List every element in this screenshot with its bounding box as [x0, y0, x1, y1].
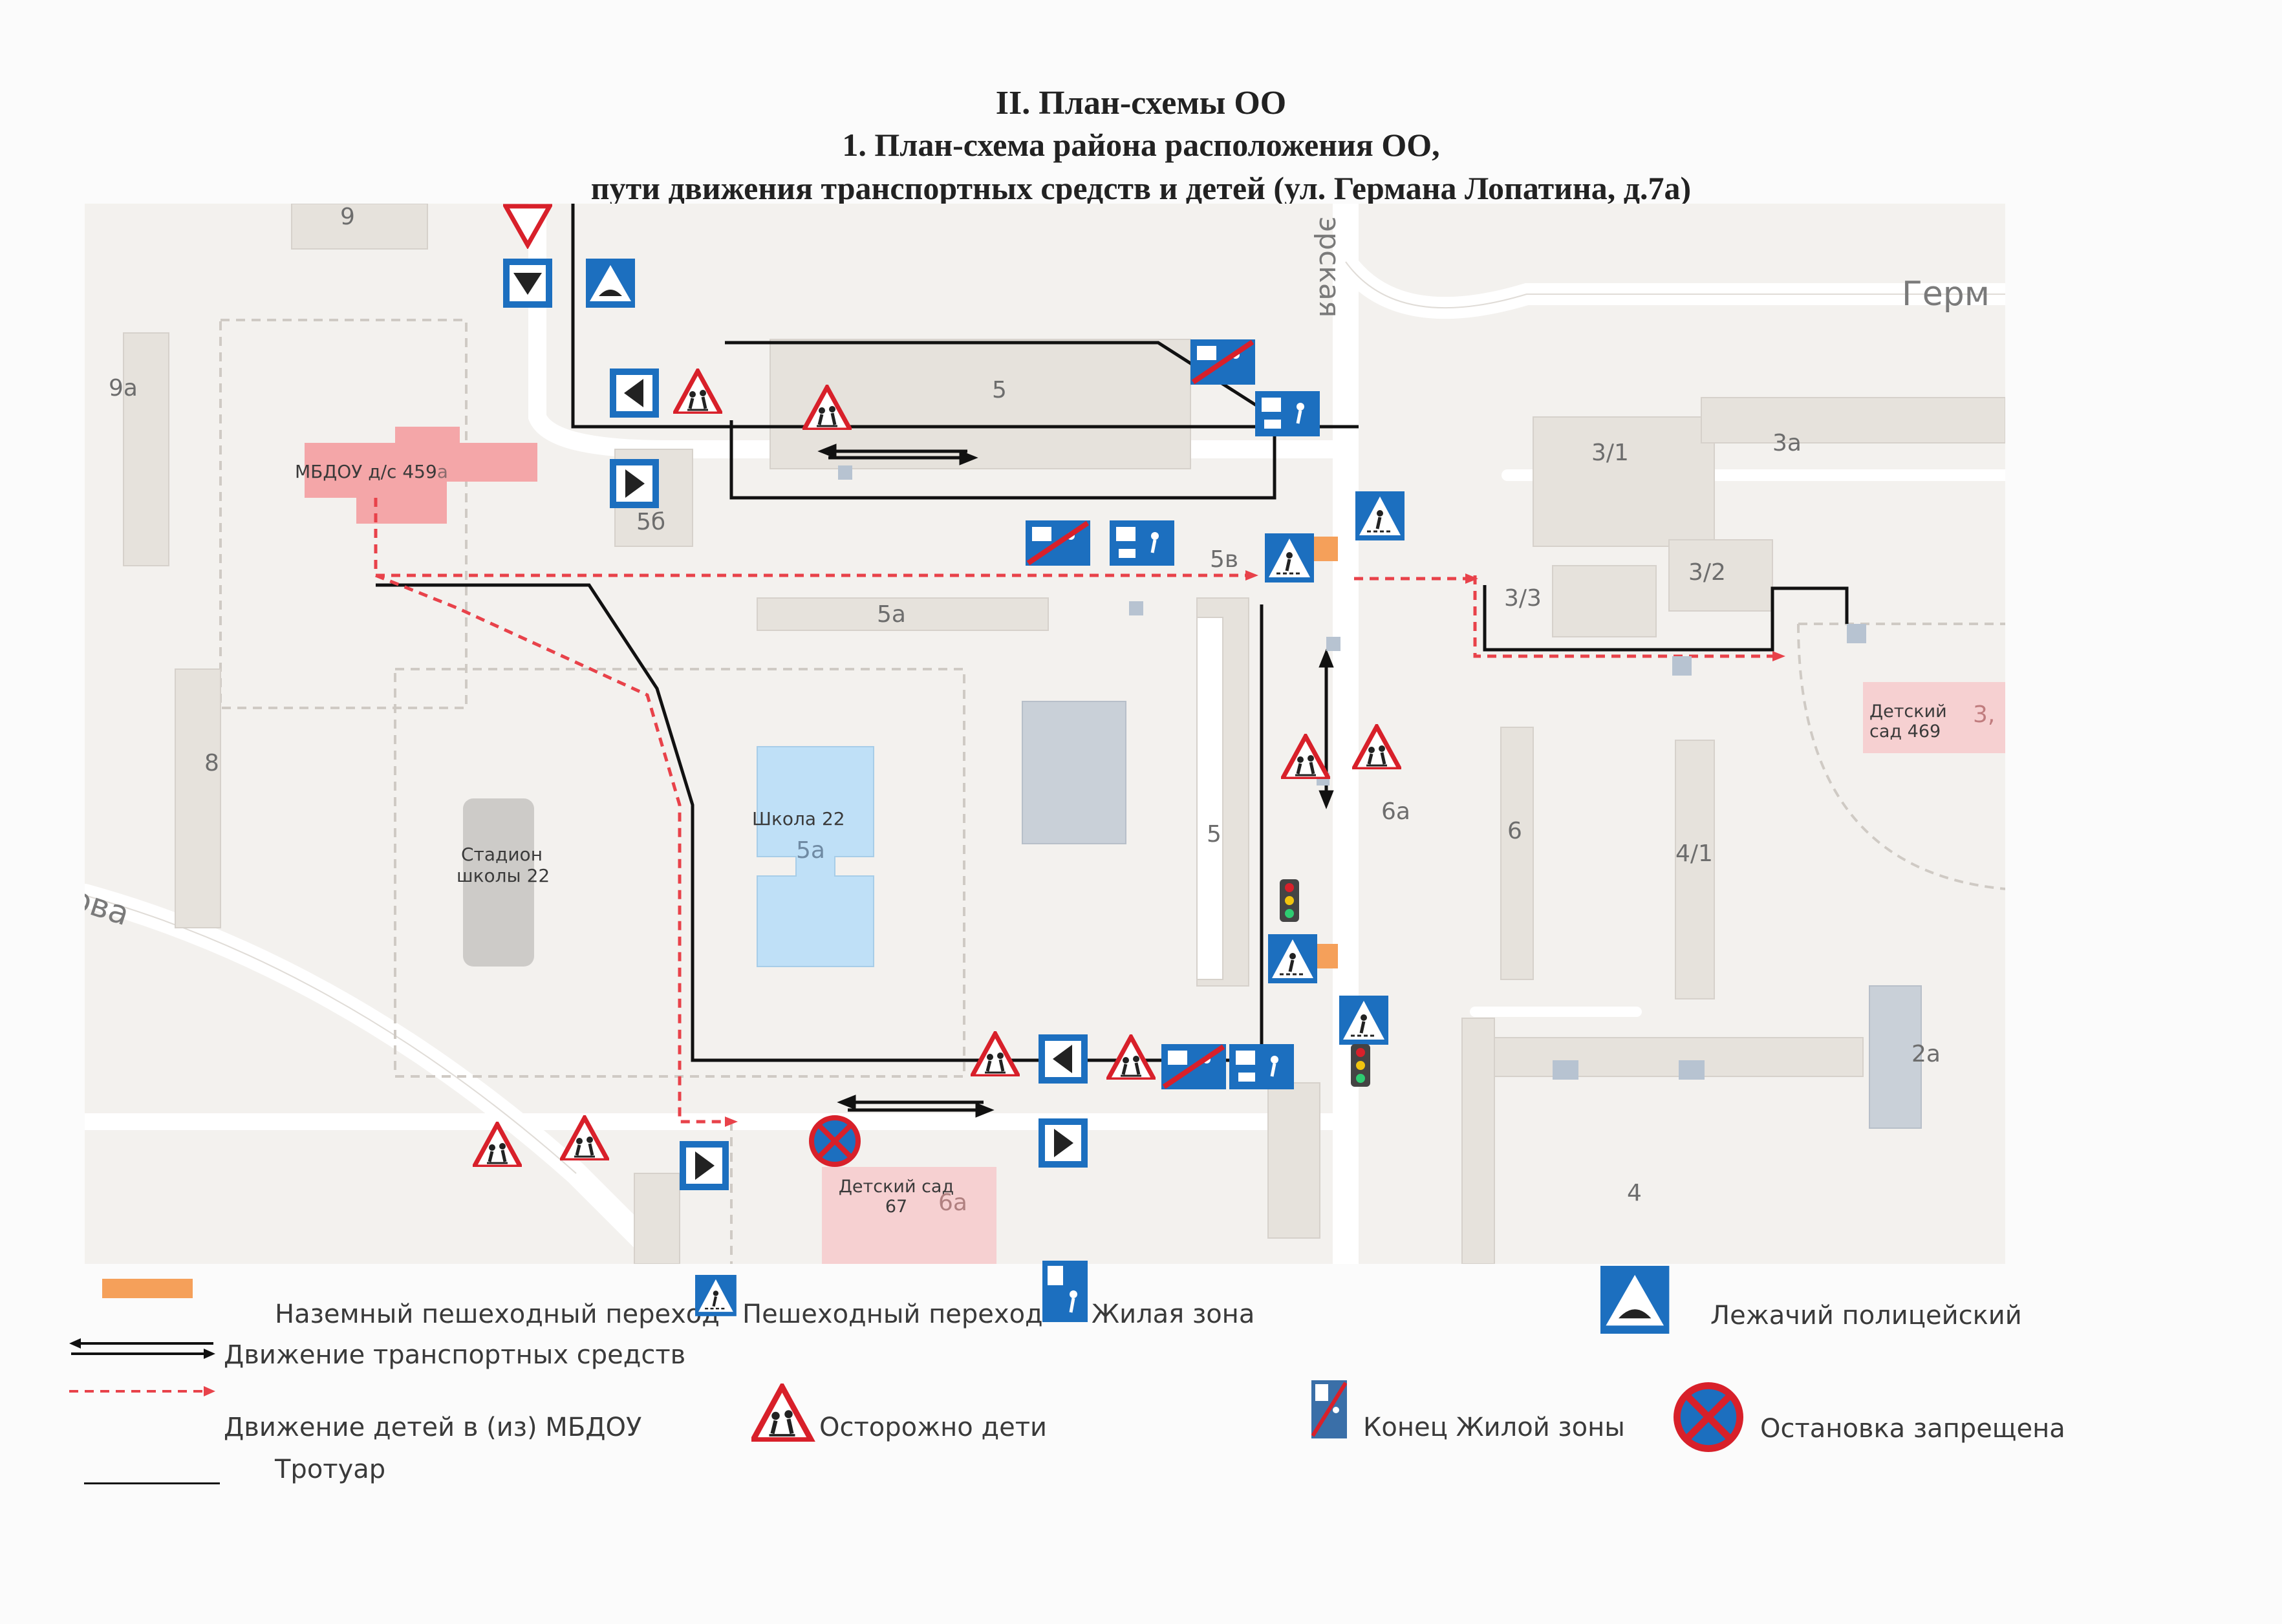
legend-no-stopping: Остановка запрещена: [1760, 1414, 2065, 1444]
building-6: 6: [1507, 818, 1522, 844]
legend-ground-crossing: Наземный пешеходный переход: [275, 1299, 720, 1329]
building-6a: 6а: [1381, 798, 1410, 825]
building-3-3: 3/3: [1504, 585, 1542, 612]
building-3a: 3а: [1772, 430, 1802, 456]
buildings: [123, 204, 2005, 1264]
living-zone-sign-2: [1110, 520, 1174, 566]
street-label-german: Герм: [1902, 275, 1990, 314]
living-zone-sign-1: [1255, 391, 1320, 436]
ground-crossing-2: [1313, 944, 1338, 968]
pedestrian-crossing-sign-4: [1339, 996, 1388, 1045]
building-5-right: 5: [1207, 821, 1222, 848]
end-living-zone-sign-2: [1026, 520, 1090, 566]
page-title: II. План-схемы ОО: [995, 85, 1287, 122]
building-5v: 5в: [1210, 546, 1239, 573]
map-canvas: [85, 204, 2005, 1264]
arrow-left-sign-1: [610, 369, 659, 418]
building-5-top: 5: [992, 377, 1007, 403]
end-living-zone-sign-1: [1190, 339, 1255, 385]
caution-children-sign-1: [673, 369, 722, 414]
building-4-1: 4/1: [1675, 840, 1713, 867]
legend-living-zone: Жилая зона: [1092, 1299, 1255, 1329]
yield-sign: [503, 204, 552, 249]
building-3-fragment: 3,: [1973, 701, 1996, 728]
building-4: 4: [1627, 1180, 1642, 1206]
legend-traffic-arrow: [69, 1338, 215, 1359]
caution-children-sign-5: [971, 1031, 1020, 1076]
page-subtitle: 1. План-схема района расположения ОО,: [842, 127, 1440, 163]
legend-sidewalk-line: [84, 1482, 220, 1484]
caution-children-sign-7: [473, 1122, 522, 1167]
caution-children-sign-6: [1106, 1034, 1156, 1080]
caution-children-sign-4: [1352, 724, 1401, 769]
caution-children-sign-2: [802, 385, 852, 430]
arrow-down-sign: [503, 259, 552, 308]
arrow-right-sign-1: [610, 459, 659, 508]
traffic-light-1: [1280, 879, 1299, 922]
building-5b: 5б: [636, 509, 666, 535]
legend-end-living-zone-icon: [1311, 1380, 1347, 1438]
legend-speed-bump-icon: [1600, 1266, 1670, 1334]
ground-crossing-1: [1313, 537, 1338, 561]
stadium: [463, 798, 534, 967]
traffic-light-2: [1351, 1044, 1370, 1087]
legend-caution-children: Осторожно дети: [819, 1413, 1048, 1442]
living-zone-sign-3: [1229, 1044, 1294, 1089]
legend-pedestrian-crossing-icon: [695, 1275, 737, 1316]
legend-ground-crossing-swatch: [102, 1279, 193, 1298]
road-southwest: [85, 884, 678, 1264]
building-9a: 9а: [109, 375, 138, 401]
legend-speed-bump: Лежачий полицейский: [1710, 1301, 2022, 1330]
pedestrian-crossing-sign-3: [1268, 934, 1317, 983]
pedestrian-crossing-sign-2: [1355, 491, 1405, 540]
kindergarten-67-building: [822, 1167, 996, 1264]
arrow-left-sign-2: [1039, 1034, 1088, 1084]
kindergarten-469-building: [1863, 682, 2005, 753]
arrow-right-sign-2: [1039, 1118, 1088, 1168]
school-name: Школа 22: [752, 808, 845, 829]
legend-no-stopping-icon: [1674, 1382, 1745, 1453]
mbdou-label: МБДОУ д/с 459а: [295, 461, 448, 482]
mbdou-building: [305, 427, 537, 524]
legend-traffic-movement: Движение транспортных средств: [224, 1340, 686, 1370]
street-label-vertical: эрская: [1313, 217, 1346, 318]
kindergarten-67-suffix: 6а: [938, 1190, 967, 1216]
legend-pedestrian-crossing: Пешеходный переход: [742, 1299, 1043, 1329]
arrow-right-sign-3: [680, 1141, 729, 1190]
pedestrian-crossing-sign-1: [1265, 533, 1314, 582]
caution-children-sign-3: [1281, 734, 1330, 779]
children-route: [374, 498, 1772, 1124]
area-map[interactable]: Герм эрская ова 9 9а 8 5 5б 5в 5а 5 6а 6…: [85, 204, 2005, 1264]
building-9: 9: [340, 204, 355, 230]
no-stopping-sign: [809, 1115, 861, 1167]
legend-living-zone-icon: [1042, 1261, 1088, 1322]
sidewalks: [376, 204, 1849, 1062]
legend-children-route: [69, 1386, 215, 1396]
building-3-1: 3/1: [1591, 440, 1629, 466]
building-3-2: 3/2: [1688, 559, 1726, 586]
school-number: 5а: [796, 837, 825, 864]
legend-children-movement: Движение детей в (из) МБДОУ: [224, 1413, 642, 1442]
caution-children-sign-8: [560, 1115, 609, 1160]
legend-caution-children-icon: [751, 1384, 816, 1442]
legend-sidewalk: Тротуар: [275, 1455, 386, 1484]
legend-end-living-zone: Конец Жилой зоны: [1363, 1413, 1625, 1442]
building-8: 8: [204, 750, 219, 776]
speed-bump-sign-1: [586, 259, 635, 308]
building-2a: 2а: [1911, 1041, 1941, 1067]
school-building: [757, 746, 874, 967]
building-5a-strip: 5а: [877, 601, 906, 628]
page-subtitle-2: пути движения транспортных средств и дет…: [590, 170, 1692, 206]
end-living-zone-sign-3: [1161, 1044, 1226, 1089]
